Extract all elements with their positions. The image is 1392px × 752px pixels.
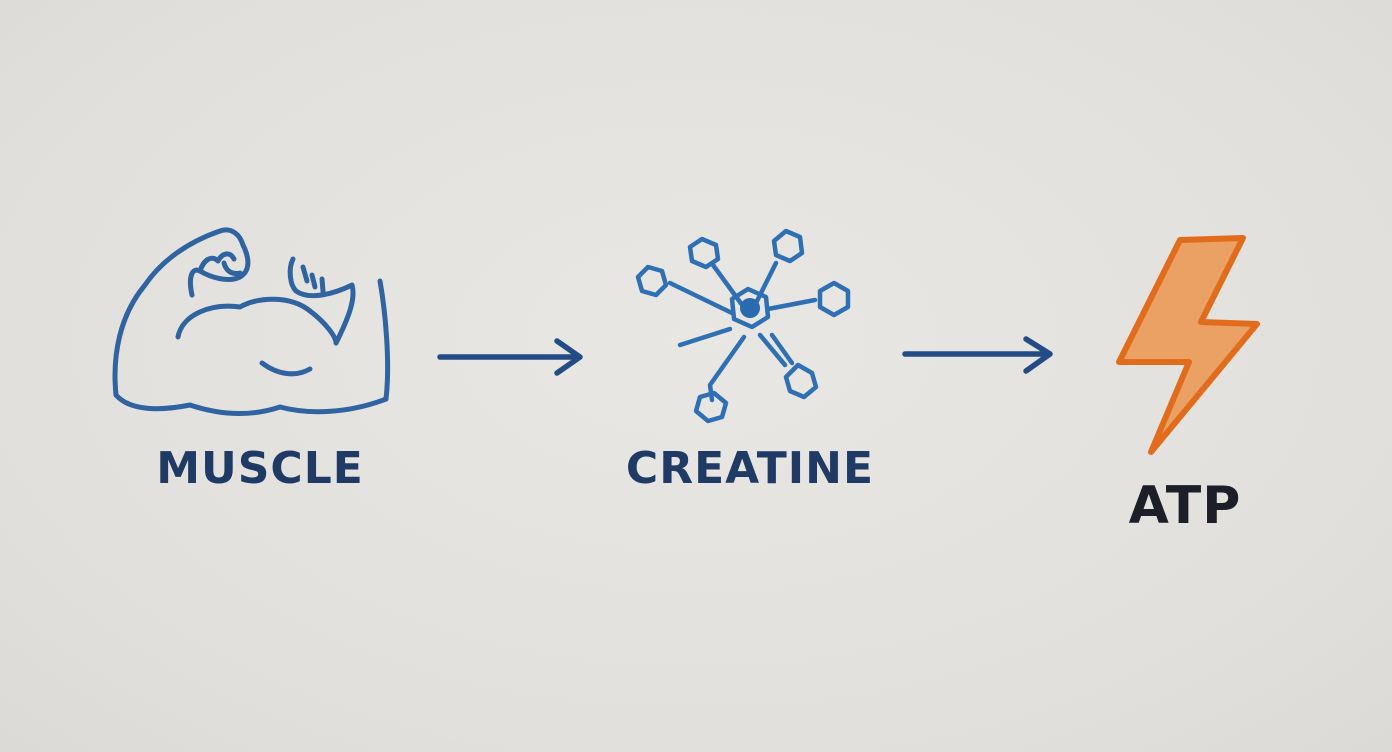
arrow-muscle-to-creatine bbox=[437, 338, 583, 376]
fist-lines bbox=[197, 251, 243, 276]
ring-left bbox=[635, 264, 669, 298]
lightning-bolt-icon bbox=[1116, 235, 1260, 455]
ring-center bbox=[729, 286, 771, 330]
label-muscle: MUSCLE bbox=[156, 443, 364, 494]
hand-lines bbox=[287, 256, 356, 346]
label-atp: ATP bbox=[1128, 476, 1242, 536]
arm-bottom bbox=[113, 392, 389, 416]
ring-bottom-right bbox=[783, 362, 819, 400]
label-creatine: CREATINE bbox=[625, 443, 875, 494]
arrow-creatine-to-atp bbox=[902, 336, 1053, 374]
center-atom bbox=[740, 298, 760, 318]
ring-top-left bbox=[687, 236, 721, 270]
forearm-outline bbox=[377, 278, 391, 402]
ring-top-right bbox=[771, 228, 805, 264]
ring-bottom-left bbox=[693, 390, 729, 424]
molecule-icon bbox=[635, 228, 851, 424]
ring-right bbox=[817, 280, 851, 318]
biceps-curve bbox=[175, 296, 339, 346]
biceps-inner-line bbox=[259, 360, 313, 377]
flexed-arm-icon bbox=[112, 227, 391, 416]
